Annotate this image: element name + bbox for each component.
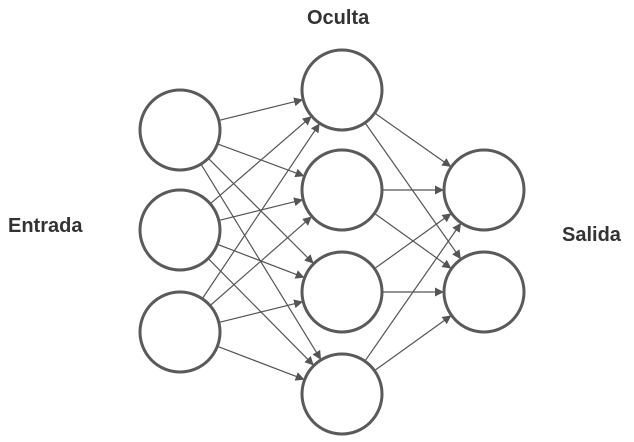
- connections: [200, 97, 462, 381]
- edge-input-2-hidden-2: [218, 197, 304, 221]
- hidden-neuron-1: [300, 48, 384, 132]
- hidden-neuron-3: [300, 250, 384, 334]
- input-layer-label: Entrada: [8, 215, 83, 237]
- neurons: [138, 48, 526, 436]
- edge-input-3-hidden-4: [217, 345, 305, 381]
- edge-input-3-hidden-1: [201, 123, 320, 300]
- hidden-neuron-4: [300, 352, 384, 436]
- edge-hidden-4-output-1: [364, 222, 462, 362]
- input-neuron-1: [138, 88, 222, 172]
- input-neuron-2: [138, 188, 222, 272]
- hidden-neuron-2: [300, 148, 384, 232]
- edge-hidden-1-output-1: [374, 112, 452, 167]
- edge-hidden-3-output-1: [374, 213, 452, 270]
- edge-hidden-4-output-2: [374, 315, 452, 372]
- output-layer-label: Salida: [562, 224, 622, 246]
- edge-input-2-hidden-1: [209, 116, 312, 205]
- edge-input-3-hidden-2: [209, 216, 312, 307]
- edge-input-3-hidden-3: [218, 299, 304, 323]
- hidden-layer-label: Oculta: [307, 7, 370, 29]
- output-neuron-2: [442, 250, 526, 334]
- edge-input-1-hidden-1: [218, 97, 304, 121]
- input-neuron-3: [138, 290, 222, 374]
- output-neuron-1: [442, 148, 526, 232]
